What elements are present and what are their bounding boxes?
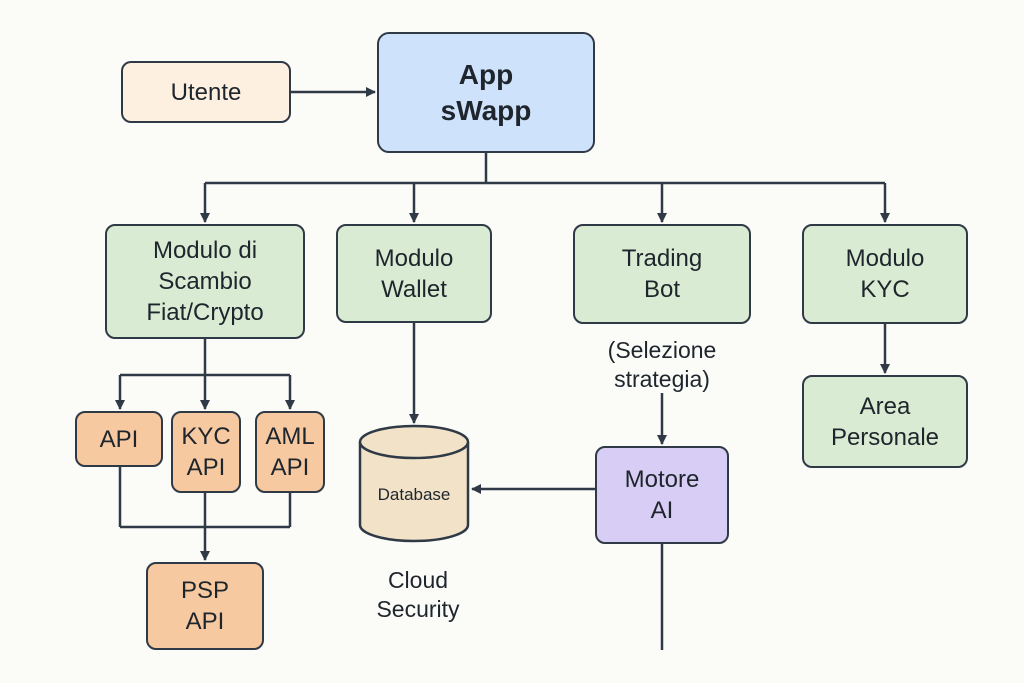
app-swapp-node: App sWapp: [377, 32, 595, 153]
api-node: API: [75, 411, 163, 467]
trading-bot-node: Trading Bot: [573, 224, 751, 324]
modulo-kyc-node: Modulo KYC: [802, 224, 968, 324]
utente-node: Utente: [121, 61, 291, 123]
aml-api-node: AML API: [255, 411, 325, 493]
area-personale-node: Area Personale: [802, 375, 968, 468]
selezione-strategia-label: (Selezione strategia): [607, 337, 717, 392]
database-label: Database: [377, 485, 451, 504]
modulo-wallet-node: Modulo Wallet: [336, 224, 492, 323]
database-cylinder: [358, 424, 470, 543]
motore-ai-node: Motore AI: [595, 446, 729, 544]
kyc-api-node: KYC API: [171, 411, 241, 493]
cloud-security-label: Cloud Security: [376, 567, 460, 622]
psp-api-node: PSP API: [146, 562, 264, 650]
modulo-scambio-node: Modulo di Scambio Fiat/Crypto: [105, 224, 305, 339]
